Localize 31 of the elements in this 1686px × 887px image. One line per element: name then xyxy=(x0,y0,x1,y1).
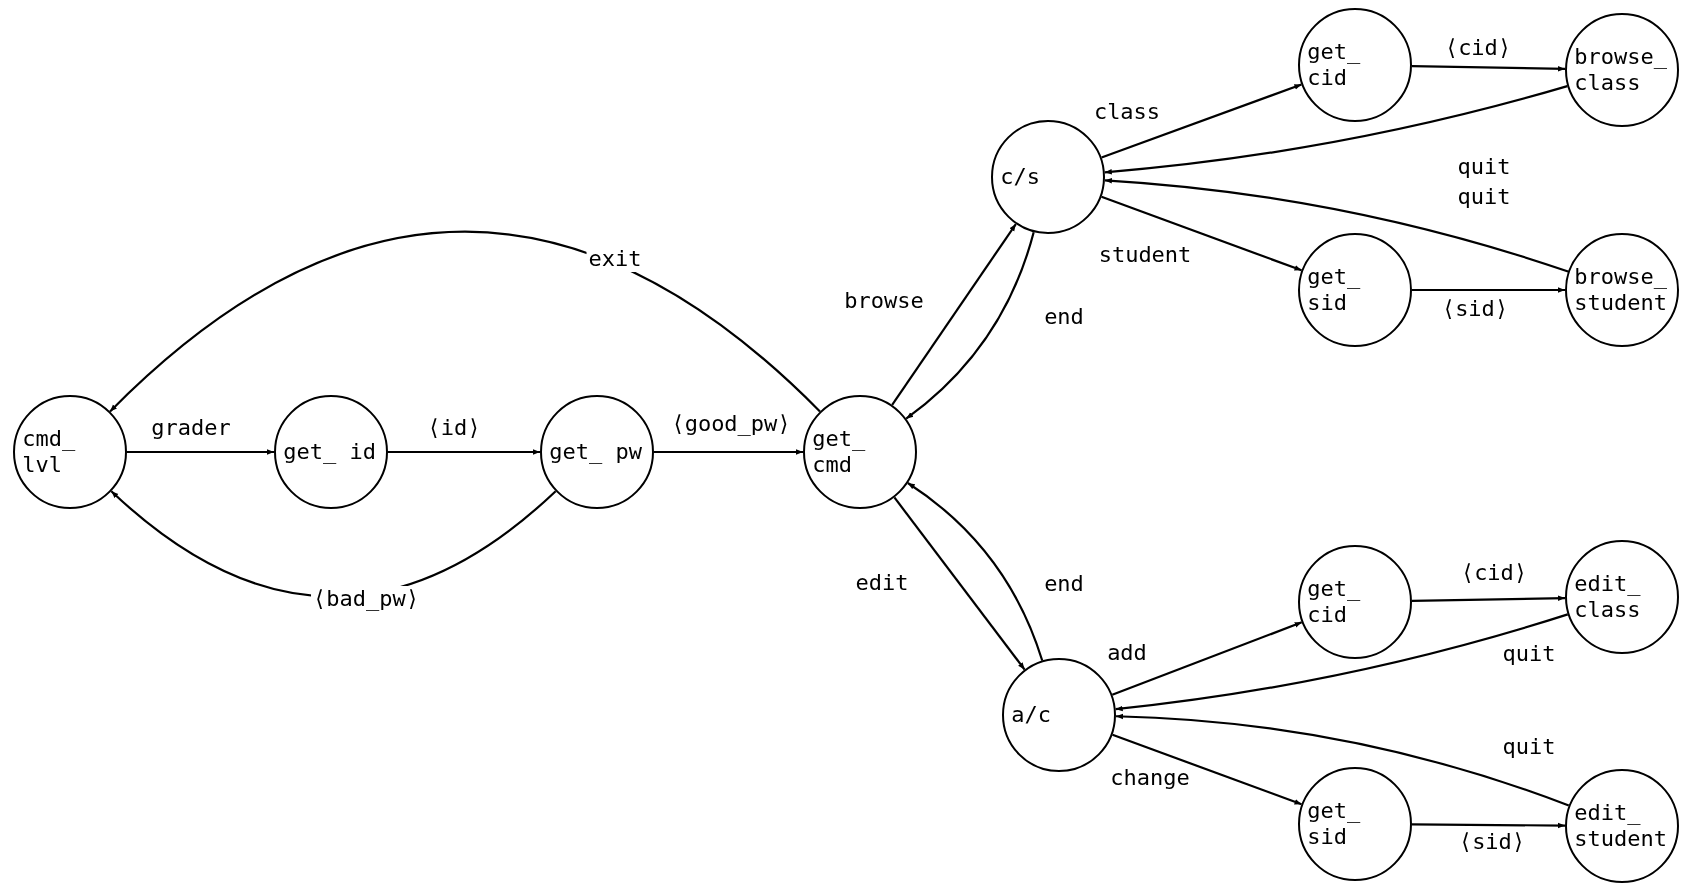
arrow xyxy=(109,231,821,413)
state-name: get_ sid xyxy=(1307,264,1362,316)
arrow xyxy=(1101,83,1302,159)
state-name: a/c xyxy=(1011,702,1053,728)
arrow xyxy=(891,223,1017,406)
arrow xyxy=(654,449,803,455)
state-name: get_ id xyxy=(283,439,378,465)
state-name: get_ pw xyxy=(549,439,644,465)
state-name: get_ cid xyxy=(1307,39,1362,91)
state-name: get_ cid xyxy=(1307,576,1362,628)
arrow xyxy=(1101,195,1302,272)
state-name: cmd_ lvl xyxy=(22,426,77,478)
state-name: get_ cmd xyxy=(812,426,867,478)
arrow xyxy=(1411,595,1566,603)
arrow xyxy=(1111,621,1303,696)
state-name: edit_ class xyxy=(1574,571,1642,623)
arrow xyxy=(893,496,1026,671)
arrow xyxy=(1411,64,1566,72)
state-name: browse_ class xyxy=(1574,44,1669,96)
arrow xyxy=(127,449,274,455)
state-name: c/s xyxy=(1000,164,1042,190)
state-name: browse_ student xyxy=(1574,264,1669,316)
arrow xyxy=(1104,178,1569,273)
arrow xyxy=(1115,713,1570,807)
state-name: edit_ student xyxy=(1574,800,1669,852)
arrow xyxy=(1112,733,1302,806)
arrow xyxy=(1412,287,1565,293)
arrow xyxy=(1412,822,1565,829)
state-name: get_ sid xyxy=(1307,798,1362,850)
arrow xyxy=(907,482,1044,661)
arrow xyxy=(388,449,540,455)
